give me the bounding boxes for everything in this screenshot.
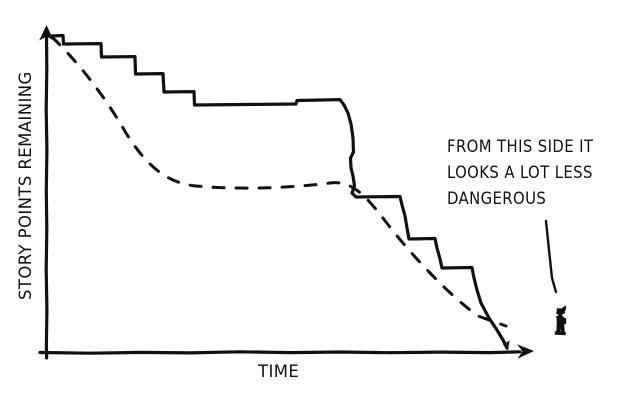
x-axis-arrowhead bbox=[517, 344, 534, 359]
burndown-end-arrowhead bbox=[497, 338, 510, 351]
ideal-burndown-series bbox=[50, 35, 508, 328]
y-axis-label: STORY POINTS REMAINING bbox=[16, 71, 35, 300]
y-axis-line bbox=[44, 32, 49, 360]
axes-group bbox=[38, 25, 534, 360]
stick-figure-head bbox=[556, 308, 566, 316]
ideal-burndown-dashed-path bbox=[50, 35, 508, 328]
actual-burndown-series bbox=[48, 33, 510, 351]
side-annotation-group: FROM THIS SIDE IT LOOKS A LOT LESS DANGE… bbox=[447, 137, 594, 294]
stick-figure-hair bbox=[561, 305, 567, 311]
x-axis-label-group: TIME bbox=[257, 362, 299, 381]
annotation-leader-line bbox=[544, 219, 558, 294]
stick-figure-legs bbox=[556, 321, 565, 333]
annotation-line-2: LOOKS A LOT LESS bbox=[447, 163, 593, 182]
x-axis-label: TIME bbox=[257, 362, 299, 381]
y-axis-label-group: STORY POINTS REMAINING bbox=[16, 71, 35, 300]
annotation-line-3: DANGEROUS bbox=[447, 189, 546, 208]
annotation-line-1: FROM THIS SIDE IT bbox=[447, 137, 594, 156]
stick-figure-feet bbox=[554, 331, 566, 336]
stick-figure-observer bbox=[554, 305, 567, 336]
actual-burndown-step-path bbox=[48, 33, 509, 350]
x-axis-line bbox=[38, 350, 522, 355]
